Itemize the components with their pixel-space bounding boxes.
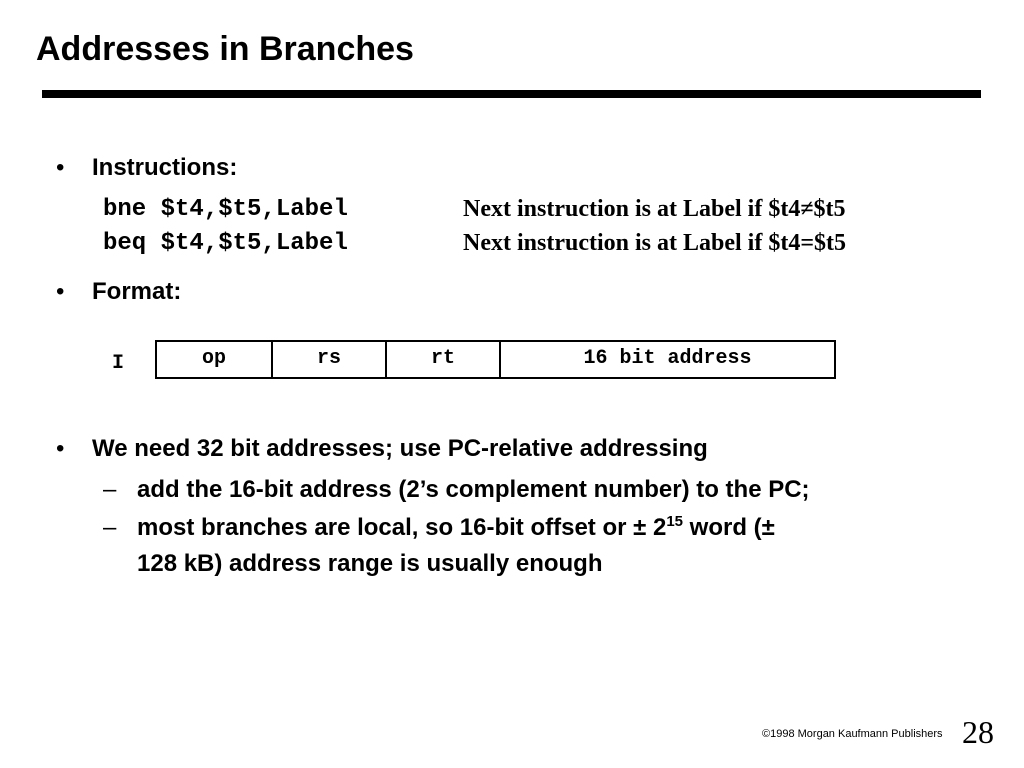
instruction-code: beq $t4,$t5,Label [103,230,348,257]
bullet-instructions: • Instructions: [56,154,238,182]
instruction-code: bne $t4,$t5,Label [103,196,348,223]
subpoint-local-exponent: 15 [666,513,684,530]
slide-title: Addresses in Branches [36,30,414,68]
subpoint-local-branches: – most branches are local, so 16-bit off… [103,510,775,582]
title-rule [42,90,981,98]
bullet-dot: • [56,154,65,181]
format-field-op: op [201,347,226,370]
subpoint-local-text-c: 128 kB) address range is usually enough [137,550,603,577]
bullet-format-text: Format: [92,278,182,305]
subpoint-dash: – [103,476,117,503]
subpoint-dash: – [103,514,117,541]
copyright-footer: ©1998 Morgan Kaufmann Publishers [762,728,943,740]
bullet-instructions-text: Instructions: [92,154,238,181]
format-type-label: I [112,352,125,375]
bullet-pc-relative-text: We need 32 bit addresses; use PC-relativ… [92,435,708,462]
bullet-dot: • [56,435,65,462]
subpoint-local-text-b: word (± [683,514,775,541]
subpoint-local-text-a: most branches are local, so 16-bit offse… [137,514,667,541]
subpoint-add-address: – add the 16-bit address (2’s complement… [103,472,810,508]
instruction-description: Next instruction is at Label if $t4≠$t5 [463,196,846,222]
bullet-format: • Format: [56,278,182,306]
page-number: 28 [962,714,994,750]
bullet-dot: • [56,278,65,305]
format-field-rt: rt [385,342,499,377]
subpoint-add-text: add the 16-bit address (2’s complement n… [137,476,810,503]
bullet-pc-relative: • We need 32 bit addresses; use PC-relat… [56,435,708,463]
instruction-description: Next instruction is at Label if $t4=$t5 [463,230,846,256]
instruction-format-table: op rs rt 16 bit address [155,340,836,379]
format-field-address: 16 bit address [499,342,834,377]
format-field-rs: rs [271,342,385,377]
